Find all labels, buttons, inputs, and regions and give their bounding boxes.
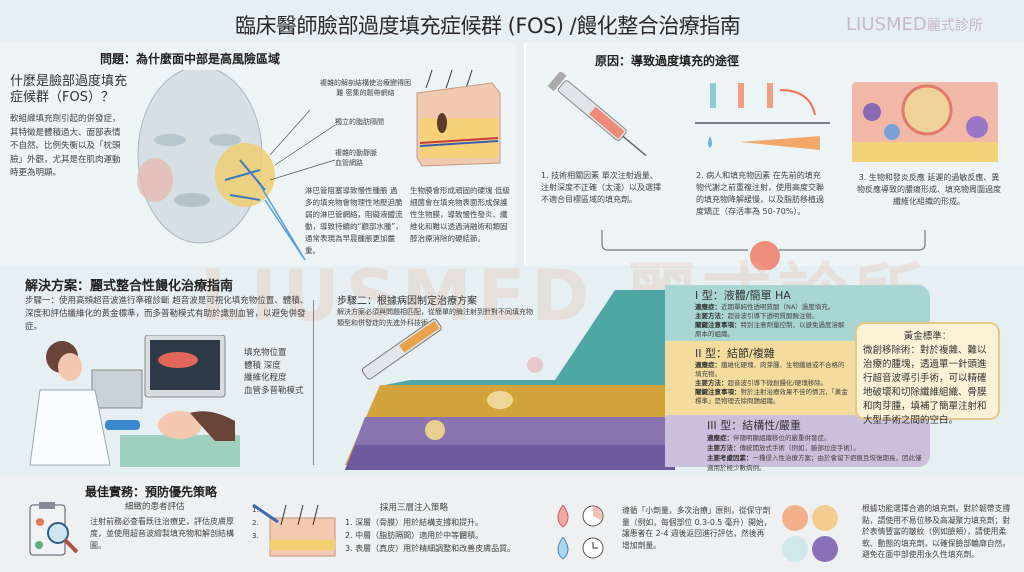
tier-value: 一種侵入性治療方案；由於會留下疤痕且恢復期長，因此僅適用於極少數病例。 xyxy=(707,454,922,472)
tier-title: I 型：液體/簡單 HA xyxy=(695,289,791,302)
tier-label: 主要方法： xyxy=(695,379,728,387)
repeat-injection-timeline xyxy=(695,83,830,150)
clipboard-magnifier-icon xyxy=(29,502,79,556)
biofilm-text: 生物膜會形成頑固的硬塊 低級細菌會在填充物表面形成保護性生物膜，導致慢性發炎、纖… xyxy=(410,186,510,243)
filler-types-icon xyxy=(782,505,838,562)
problem-title: 問題：為什麼面中部是高風險區域 xyxy=(100,52,281,66)
tier-label: 主要考慮因素： xyxy=(707,454,753,462)
step2-text: 解決方案必須與問題相匹配，從簡單的酶注射到針對不同填充物類型和併發症的先進外科技… xyxy=(337,308,533,327)
ultrasound-exam-illustration xyxy=(29,335,240,467)
logo-text: LIUSMED xyxy=(846,14,927,35)
skin-block-illustration xyxy=(416,69,501,167)
assess-text: 注射前務必查看既往治療史，評估皮膚厚度，並使用超音波繪製填充物和解剖結構圖。 xyxy=(90,517,234,550)
assess-title: 細緻的患者評估 xyxy=(125,502,185,512)
us-label-doppler: 血管多普勒模式 xyxy=(244,385,304,396)
layer-mark: 2. xyxy=(252,519,259,527)
anatomy-label-fat: 獨立的脂肪隔間 xyxy=(335,118,384,126)
tier-label: 關鍵注意事項： xyxy=(695,388,741,396)
us-label-position: 填充物位置 xyxy=(244,348,287,358)
tier-label: 主要方法： xyxy=(695,312,728,320)
dose-text: 遵循「小劑量，多次治療」原則，從保守劑量（例如，每個部位 0.3-0.5 毫升）… xyxy=(622,506,772,550)
step1-text: 步驟一：使用高頻超音波進行準確診斷 超音波是可視化填充物位置、體積、深度和評估纖… xyxy=(25,296,309,332)
gold-standard-callout: 黃金標準： 微創移除術：對於複雜、難以治療的腫塊，透過單一針頭進行超音波導引手術… xyxy=(855,322,1000,426)
cause-biological: 3. 生物和發炎反應 延遲的過敏反應、異物反應導致的膿瘍形成、填充物周圍過度纖維… xyxy=(857,173,1001,206)
tier-value: 對於注射治療效果不佳的情況，「黃金標準」是物理去除問題組織。 xyxy=(695,388,848,405)
skin-layers-illustration xyxy=(252,503,336,557)
divider xyxy=(313,300,314,465)
anatomy-label-ligaments: 複雜的解剖結構使治療變得困難 密集的韌帶網絡 xyxy=(320,79,411,97)
layer-mark: 1. xyxy=(252,506,259,514)
tier-value: 近期單純性透明質酸（NA）過度填充。 xyxy=(721,303,835,311)
tier-3-card: III 型：結構性/嚴重 適應症：伴隨明顯組織移位的嚴重併發症。 主要方法：傳統… xyxy=(665,415,930,472)
tier-title: II 型：結節/複雜 xyxy=(695,347,775,360)
face-anatomy-illustration xyxy=(137,70,336,261)
causes-converge-arrows xyxy=(601,230,926,270)
layer-list: 1. 深層（骨膜）用於結構支撐和提升。 2. 中層（脂肪隔間）適用於中等體積。 … xyxy=(345,516,515,555)
tier-value: 伴隨明顯組織移位的嚴重併發症。 xyxy=(733,434,831,442)
treatment-tier-ramp xyxy=(345,290,675,470)
layer-item: 1. 深層（骨膜）用於結構支撐和提升。 xyxy=(345,518,484,527)
layer-item: 2. 中層（脂肪隔間）適用於中等體積。 xyxy=(345,531,484,540)
tier-label: 主要方法： xyxy=(707,444,740,452)
tier-label: 適應症： xyxy=(695,303,721,311)
solution-title: 解決方案：麗式整合性饅化治療指南 xyxy=(25,279,234,294)
lymph-text: 淋巴管阻塞導致慢性腫脹 過多的填充物會物理性地壓迫脆弱的淋巴管網絡，阻礙液體流動… xyxy=(305,186,403,255)
page-title: 臨床醫師臉部過度填充症候群 (FOS) /饅化整合治療指南 xyxy=(235,14,741,38)
fos-question: 什麼是臉部過度填充症候群（FOS）？ xyxy=(10,74,128,105)
cause-patient-filler: 2. 病人和填充物因素 在先前的填充物代謝之前重複注射，使用高度交聯的填充物降解… xyxy=(696,171,824,216)
layer-mark: 3. xyxy=(252,532,259,540)
tier-title: III 型：結構性/嚴重 xyxy=(707,419,801,432)
layer-markers: 1. 2. 3. xyxy=(252,500,259,543)
cause-technical: 1. 技術相關因素 單次注射過量、注射深度不正確（太淺）以及選擇不適合目標區域的… xyxy=(541,171,661,204)
fos-definition: 軟組織填充劑引起的併發症，其特徵是體積過大、面部表情不自然、比例失衡以及「枕頭臉… xyxy=(10,114,121,178)
tier-label: 關鍵注意事項： xyxy=(695,321,741,329)
tier-label: 適應症： xyxy=(695,361,721,369)
tier-label: 適應症： xyxy=(707,434,733,442)
us-label-volume-depth: 體積 深度 xyxy=(244,360,281,371)
tier-value: 特別注意劑量控制，以避免過度溶解原本的組織。 xyxy=(695,321,845,338)
tier-value: 超音波引導下微創饅化/硬塊移除。 xyxy=(727,379,828,387)
tier-value: 纖維化硬塊、肉芽腫、生物纖維或不合格的填充物。 xyxy=(695,361,845,378)
inflammation-illustration xyxy=(852,82,998,162)
best-practice-panel xyxy=(0,475,1024,572)
brand-logo: LIUSMED麗式診所 xyxy=(846,14,983,35)
tier-1-card: I 型：液體/簡單 HA 適應症：近期單純性透明質酸（NA）過度填充。 主要方法… xyxy=(665,285,930,341)
syringe-illustration xyxy=(547,72,647,157)
tier-value: 傳統開放式手術（例如，臉部拉皮手術）。 xyxy=(739,444,860,452)
layer-item: 3. 表層（真皮）用於精細調整和改善皮膚品質。 xyxy=(345,544,516,553)
ultrasound-labels: 填充物位置 體積 深度 纖維化程度 血管多普勒模式 xyxy=(244,347,304,397)
tier-value: 超音波引導下透明質酸酶注射。 xyxy=(727,312,819,320)
dose-timing-icon xyxy=(557,504,604,560)
filler-text: 根據功能選擇合適的填充劑。對於韌帶支撐點，請使用不易位移及高凝聚力填充劑；對於表… xyxy=(862,504,1011,559)
us-label-fibrosis: 纖維化程度 xyxy=(244,373,287,383)
logo-cn: 麗式診所 xyxy=(926,18,983,34)
layer-title: 採用三層注入策略 xyxy=(380,503,449,513)
causes-title: 原因：導致過度填充的途徑 xyxy=(595,54,740,68)
gold-standard-title: 黃金標準： xyxy=(903,331,952,342)
gold-standard-text: 微創移除術：對於複雜、難以治療的腫塊，透過單一針頭進行超音波導引手術，可以精確地… xyxy=(863,345,987,426)
best-title: 最佳實務：預防優先策略 xyxy=(85,485,218,499)
anatomy-label-vessels: 複雜的動靜脈血管網路 xyxy=(335,149,377,167)
step2-title: 步驟二：根據病因制定治療方案 xyxy=(337,296,477,307)
